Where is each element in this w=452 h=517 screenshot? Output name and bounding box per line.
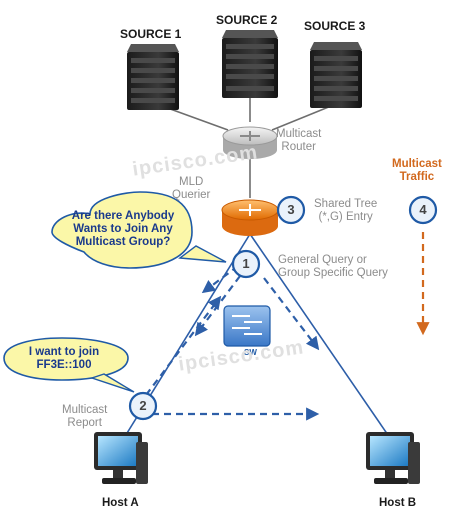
multicast-traffic-label-line-1: Multicast (392, 158, 442, 170)
mld-querier-label: MLD Querier (172, 176, 210, 202)
shared-tree-label-line-2: (*,G) Entry (318, 211, 373, 224)
source-1-server-icon (127, 44, 179, 110)
multicast-router-label: Multicast Router (276, 128, 321, 154)
step-3-number: 3 (287, 202, 295, 217)
source-2-label: SOURCE 2 (216, 13, 278, 27)
source-3-label: SOURCE 3 (304, 19, 366, 33)
general-query-label-line-2: Group Specific Query (278, 267, 388, 280)
multicast-report-label: Multicast Report (62, 404, 107, 430)
switch-icon (223, 305, 271, 347)
mld-querier-router-icon (221, 199, 279, 236)
step-2-number: 2 (139, 398, 147, 413)
query-bubble-line-3: Multicast Group? (75, 236, 171, 249)
multicast-router-label-line-1: Multicast (276, 128, 322, 140)
query-speech-bubble (51, 191, 193, 269)
source-2-server-icon (222, 30, 278, 98)
step-4-circle (408, 195, 438, 225)
step-1-number: 1 (242, 256, 250, 271)
mld-querier-label-line-2: Querier (172, 189, 211, 202)
switch-badge: SW (244, 348, 257, 357)
host-a-label: Host A (102, 497, 139, 509)
multicast-report-label-line-2: Report (67, 417, 102, 430)
report-arrows (145, 295, 320, 421)
step-3-circle (276, 195, 306, 225)
query-bubble-line-1: Are there Anybody (71, 210, 175, 222)
shared-tree-label: Shared Tree (*,G) Entry (314, 198, 377, 224)
query-arrows (194, 265, 320, 351)
join-bubble-tail (89, 373, 135, 393)
source-1-label: SOURCE 1 (120, 27, 182, 41)
host-b-label: Host B (379, 497, 417, 509)
general-query-label-line-1: General Query or (278, 254, 367, 266)
join-bubble-line-1: I want to join (28, 346, 100, 358)
host-a-computer-icon (94, 432, 148, 484)
multicast-traffic-label: Multicast Traffic (392, 158, 442, 184)
join-bubble-line-2: FF3E::100 (36, 359, 92, 372)
multicast-router-icon (222, 126, 278, 159)
source-3-server-icon (310, 42, 362, 108)
mld-querier-label-line-1: MLD (179, 176, 204, 188)
multicast-report-label-line-1: Multicast (62, 404, 108, 416)
shared-tree-label-line-1: Shared Tree (314, 198, 378, 210)
multicast-traffic-label-line-2: Traffic (399, 171, 435, 184)
join-speech-bubble (3, 337, 129, 381)
step-2-circle (128, 391, 158, 421)
step-1-circle (231, 249, 261, 279)
query-bubble-line-2: Wants to Join Any (73, 223, 173, 236)
host-b-computer-icon (366, 432, 420, 484)
general-query-label: General Query or Group Specific Query (278, 254, 388, 280)
query-bubble-tail (178, 245, 227, 263)
join-bubble-text: I want to join FF3E::100 (14, 346, 114, 372)
step-4-number: 4 (419, 202, 427, 217)
multicast-router-label-line-2: Router (281, 141, 316, 154)
query-bubble-text: Are there Anybody Wants to Join Any Mult… (64, 210, 182, 250)
